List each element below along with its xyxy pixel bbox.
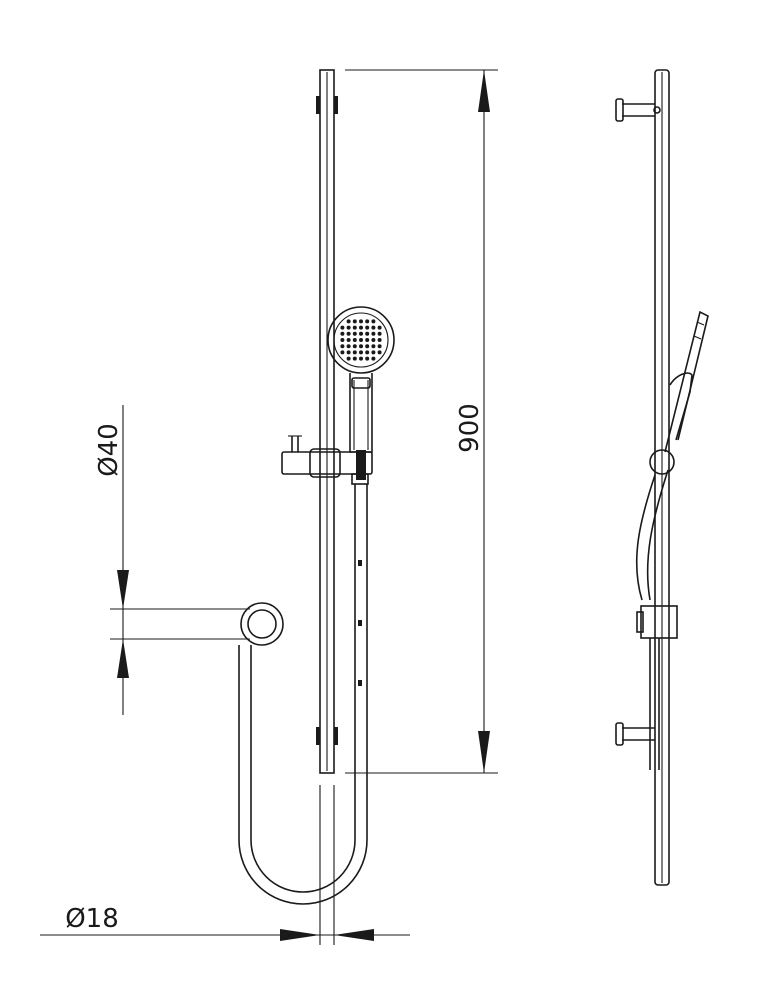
hand-shower (327, 306, 395, 453)
side-view (615, 69, 709, 886)
bottom-wall-bracket (615, 722, 655, 746)
slide-rail (316, 69, 338, 774)
height-label: 900 (455, 403, 485, 453)
front-view (238, 69, 395, 905)
rail-diameter-label: Ø18 (65, 904, 119, 934)
top-wall-bracket (615, 98, 661, 122)
side-hand-shower (649, 310, 709, 475)
outlet-diameter-label: Ø40 (94, 423, 124, 477)
wall-outlet (240, 602, 284, 646)
shower-hose (238, 484, 368, 905)
spray-nozzles (340, 319, 382, 361)
slider-holder (281, 435, 373, 485)
rail-diameter-dimension: Ø18 (40, 785, 410, 945)
outlet-diameter-dimension: Ø40 (94, 405, 250, 715)
side-hose (635, 469, 669, 770)
height-dimension: 900 (345, 69, 498, 774)
side-slider-block (636, 605, 678, 639)
